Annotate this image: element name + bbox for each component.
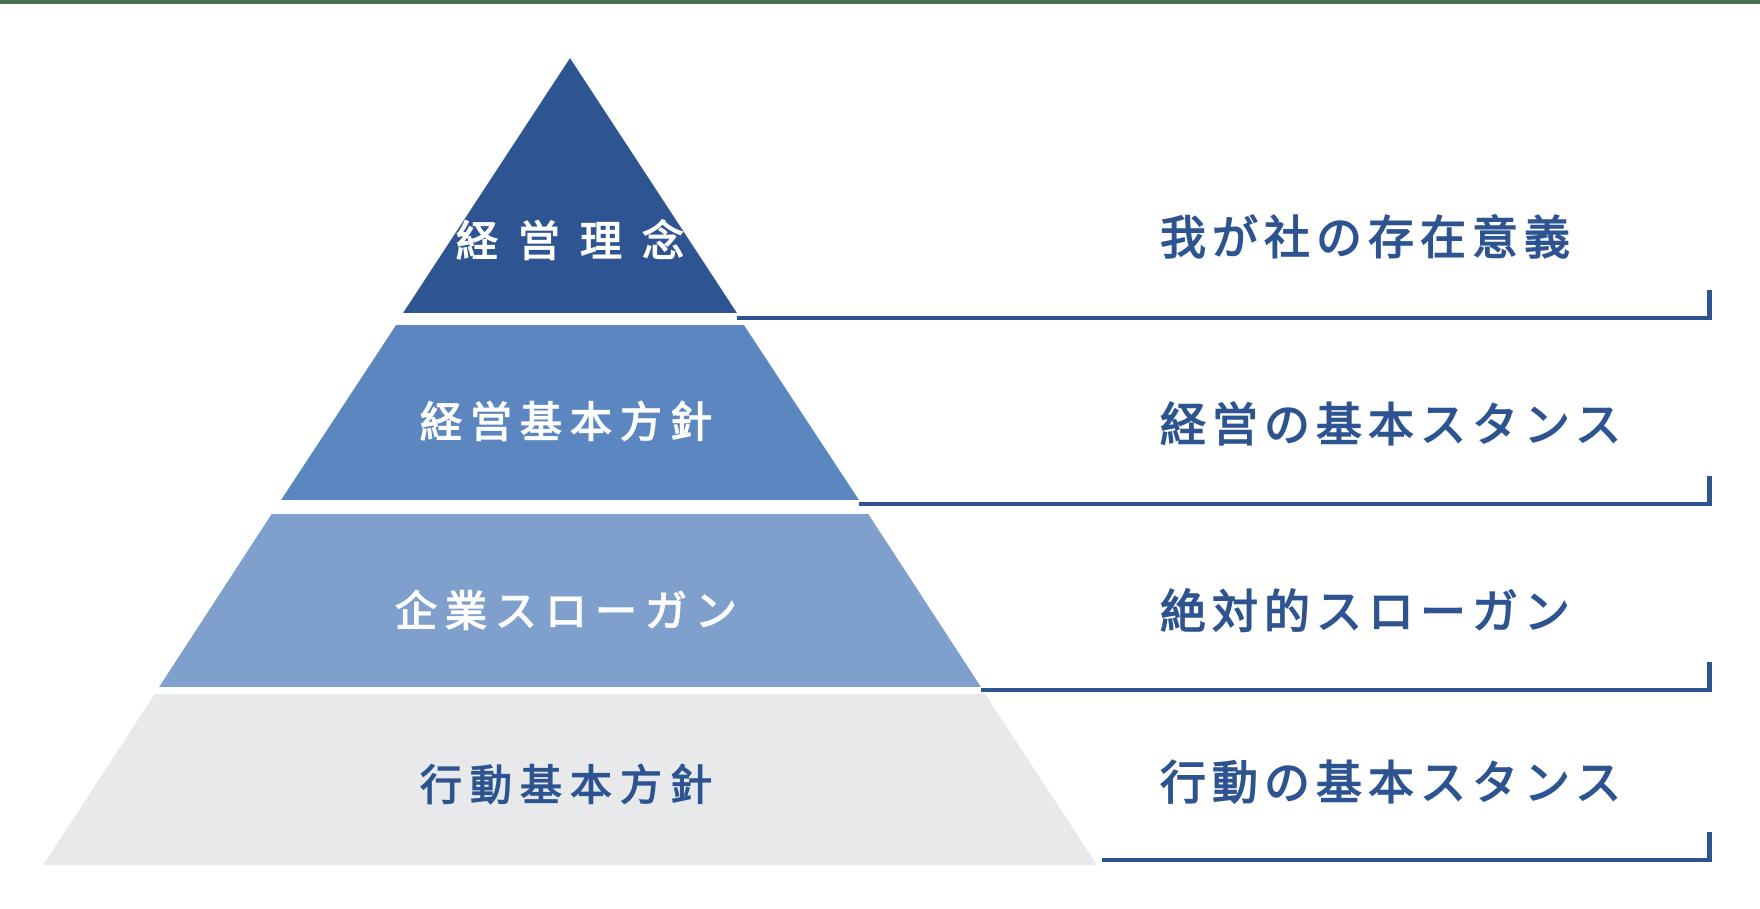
side-label-3: 絶対的スローガン	[1160, 586, 1576, 638]
pyramid-tier-3-label: 企業スローガン	[394, 588, 745, 635]
side-label-4: 行動の基本スタンス	[1160, 757, 1628, 809]
pyramid-tier-1: 経営理念	[403, 58, 737, 313]
pyramid-tier-2-label: 経営基本方針	[419, 399, 720, 446]
connector-line-4	[1102, 832, 1712, 862]
connector-line-1-end-tick	[1707, 290, 1712, 320]
side-label-1: 我が社の存在意義	[1160, 212, 1576, 264]
pyramid-tier-1-label: 経営理念	[455, 218, 704, 265]
connector-line-2	[859, 476, 1712, 506]
side-label-2: 経営の基本スタンス	[1160, 399, 1628, 451]
pyramid-tier-3: 企業スローガン	[159, 514, 981, 687]
connector-line-2-end-tick	[1707, 476, 1712, 506]
connector-line-3	[981, 662, 1712, 692]
pyramid-tier-4-label: 行動基本方針	[419, 762, 720, 809]
connector-line-1	[737, 290, 1712, 320]
pyramid-tier-2: 経営基本方針	[281, 325, 859, 500]
connector-line-4-end-tick	[1707, 832, 1712, 862]
connector-line-3-end-tick	[1707, 662, 1712, 692]
top-border-line	[0, 0, 1760, 4]
pyramid-tier-4: 行動基本方針	[43, 694, 1097, 865]
